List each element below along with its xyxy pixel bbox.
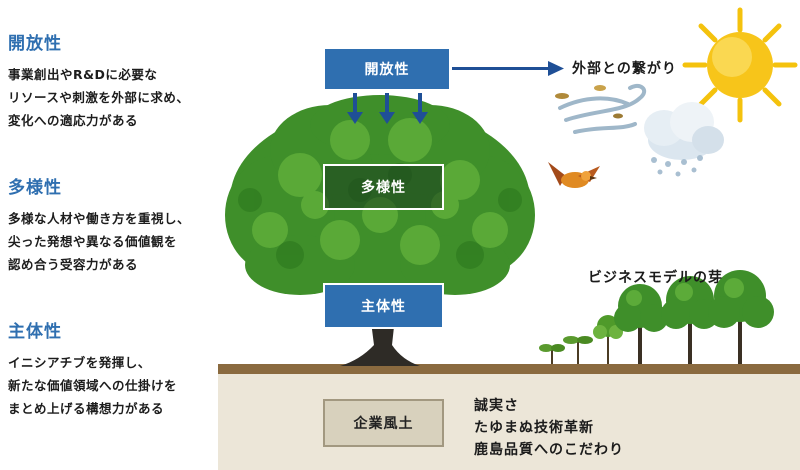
section-line: まとめ上げる構想力がある xyxy=(8,401,165,416)
section-line: 変化への適応力がある xyxy=(8,113,139,128)
bird-icon xyxy=(548,162,600,188)
section-line: 多様な人材や働き方を重視し、 xyxy=(8,211,191,226)
section-line: 事業創出やR&Dに必要な xyxy=(8,67,158,82)
section-line: 認め合う受容力がある xyxy=(8,257,139,272)
section-initiative: 主体性 イニシアチブを発揮し、 新たな価値領域への仕掛けを まとめ上げる構想力が… xyxy=(8,322,228,420)
section-title: 多様性 xyxy=(8,178,62,198)
section-openness: 開放性 事業創出やR&Dに必要な リソースや刺激を外部に求め、 変化への適応力が… xyxy=(8,34,228,132)
section-title: 開放性 xyxy=(8,34,62,54)
corporate-culture-box: 企業風土 xyxy=(323,399,444,447)
diversity-box: 多様性 xyxy=(323,164,444,210)
section-body: イニシアチブを発揮し、 新たな価値領域への仕掛けを まとめ上げる構想力がある xyxy=(8,351,228,420)
culture-values-list: 誠実さ たゆまぬ技術革新 鹿島品質へのこだわり xyxy=(474,395,624,461)
section-title: 主体性 xyxy=(8,322,62,342)
culture-value-item: 誠実さ xyxy=(474,398,519,414)
section-diversity: 多様性 多様な人材や働き方を重視し、 尖った発想や異なる価値観を 認め合う受容力… xyxy=(8,178,228,276)
wind-icon xyxy=(555,83,647,134)
sun-icon xyxy=(682,7,798,123)
section-body: 多様な人材や働き方を重視し、 尖った発想や異なる価値観を 認め合う受容力がある xyxy=(8,207,228,276)
section-line: 新たな価値領域への仕掛けを xyxy=(8,378,178,393)
business-model-sprout-label: ビジネスモデルの芽 xyxy=(588,270,723,286)
initiative-box: 主体性 xyxy=(323,283,444,329)
openness-box: 開放性 xyxy=(323,47,451,91)
soil-line xyxy=(218,364,800,374)
section-body: 事業創出やR&Dに必要な リソースや刺激を外部に求め、 変化への適応力がある xyxy=(8,63,228,132)
section-line: リソースや刺激を外部に求め、 xyxy=(8,90,190,105)
section-line: イニシアチブを発揮し、 xyxy=(8,355,151,370)
culture-value-item: 鹿島品質へのこだわり xyxy=(474,442,624,458)
sprout-icon xyxy=(539,270,774,364)
ground-area xyxy=(218,373,800,470)
section-line: 尖った発想や異なる価値観を xyxy=(8,234,178,249)
right-arrow xyxy=(452,61,564,76)
down-arrows xyxy=(347,93,428,124)
cloud-rain-icon xyxy=(644,102,724,177)
culture-value-item: たゆまぬ技術革新 xyxy=(474,420,594,436)
external-connection-label: 外部との繋がり xyxy=(572,61,677,77)
